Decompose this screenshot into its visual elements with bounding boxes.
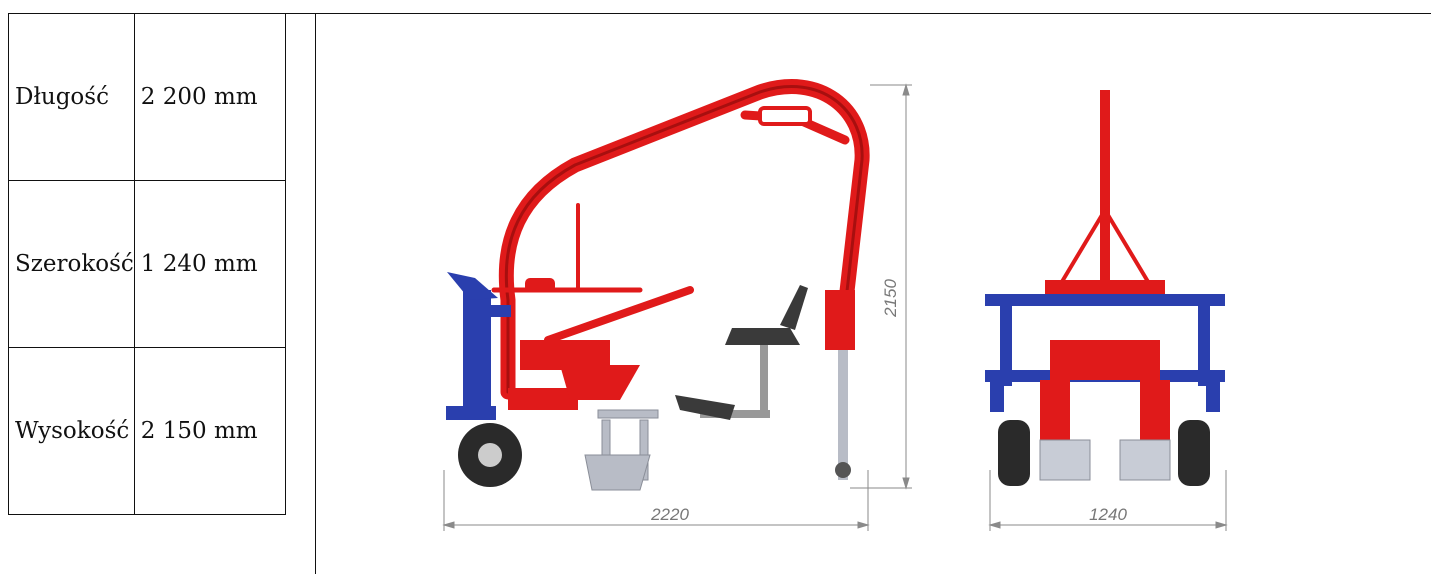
side-hitch — [446, 272, 511, 420]
spec-value: 2 200 mm — [133, 13, 286, 181]
side-chassis — [508, 290, 855, 410]
spec-row-width: Szerokość 1 240 mm — [8, 180, 286, 348]
spec-label: Szerokość — [8, 180, 135, 348]
front-planting-units — [1039, 439, 1171, 481]
front-body — [1040, 340, 1170, 440]
width-dimension — [988, 470, 1228, 531]
hook-plate — [525, 278, 555, 292]
spec-label: Długość — [8, 13, 135, 181]
seat — [700, 285, 808, 418]
spec-row-height: Wysokość 2 150 mm — [8, 347, 286, 515]
arch-slot — [758, 106, 812, 126]
table-top-border — [8, 13, 1431, 14]
length-dimension — [442, 470, 870, 531]
height-dimension — [850, 83, 912, 490]
length-dimension-label: 2220 — [650, 505, 689, 524]
planting-unit — [584, 409, 659, 491]
front-view: 1240 — [985, 90, 1228, 531]
front-wheel-left — [998, 420, 1030, 486]
front-mast — [1045, 90, 1165, 300]
front-wheel-right — [1178, 420, 1210, 486]
spec-label: Wysokość — [8, 347, 135, 515]
width-dimension-label: 1240 — [1089, 505, 1127, 524]
side-view: 2150 2220 — [442, 79, 912, 531]
spec-row-length: Długość 2 200 mm — [8, 13, 286, 181]
spec-value: 1 240 mm — [133, 180, 286, 348]
spec-table: Długość 2 200 mm Szerokość 1 240 mm Wyso… — [8, 13, 286, 515]
height-dimension-label: 2150 — [881, 279, 900, 318]
rear-post — [835, 350, 851, 480]
foot-rest — [675, 395, 735, 420]
spec-value: 2 150 mm — [133, 347, 286, 515]
side-wheel — [458, 423, 522, 487]
drawing-cell — [315, 13, 1431, 574]
